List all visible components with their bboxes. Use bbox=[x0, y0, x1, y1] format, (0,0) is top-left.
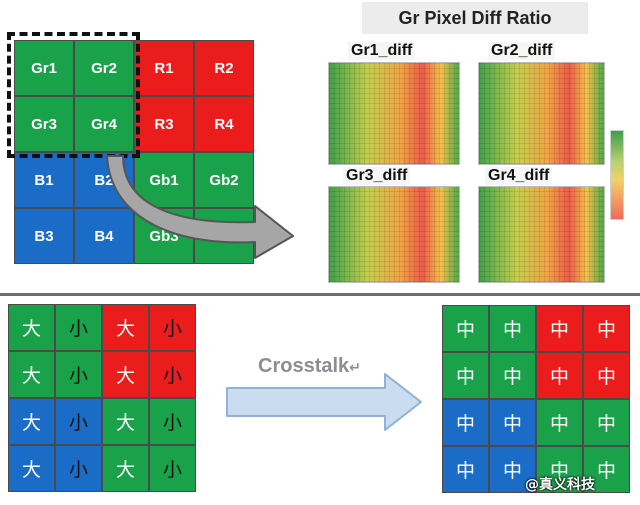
before-cell: 大 bbox=[8, 445, 55, 492]
bayer-cell: B3 bbox=[14, 208, 74, 264]
after-cell: 中 bbox=[536, 352, 583, 399]
before-cell: 大 bbox=[102, 351, 149, 398]
curved-arrow-icon bbox=[106, 155, 294, 259]
gr-highlight-dashed-box bbox=[7, 32, 140, 158]
before-cell: 大 bbox=[102, 398, 149, 445]
after-cell: 中 bbox=[583, 446, 630, 493]
bayer-grid-top: Gr1Gr2R1R2Gr3Gr4R3R4B1B2Gb1Gb2B3B4Gb3Gb4 bbox=[14, 40, 254, 264]
bayer-cell: B4 bbox=[74, 208, 134, 264]
return-symbol: ↵ bbox=[349, 360, 361, 376]
bayer-cell: Gb2 bbox=[194, 152, 254, 208]
before-cell: 小 bbox=[149, 445, 196, 492]
after-cell: 中 bbox=[442, 446, 489, 493]
heatmap-gr2 bbox=[478, 62, 605, 165]
before-cell: 大 bbox=[102, 445, 149, 492]
after-cell: 中 bbox=[442, 305, 489, 352]
before-cell: 大 bbox=[8, 351, 55, 398]
section-divider bbox=[0, 293, 640, 296]
after-cell: 中 bbox=[583, 352, 630, 399]
bayer-cell: R3 bbox=[134, 96, 194, 152]
after-cell: 中 bbox=[489, 446, 536, 493]
crosstalk-label: Crosstalk↵ bbox=[258, 355, 361, 378]
ratio-title: Gr Pixel Diff Ratio bbox=[362, 2, 588, 34]
quadrant-label-gr1: Gr1_diff bbox=[348, 42, 416, 60]
after-cell: 中 bbox=[583, 305, 630, 352]
after-cell: 中 bbox=[442, 399, 489, 446]
after-cell: 中 bbox=[489, 305, 536, 352]
watermark: @真义科技 bbox=[525, 477, 595, 493]
heatmap-gr1 bbox=[328, 62, 460, 165]
after-cell: 中 bbox=[489, 352, 536, 399]
heatmap-gr3 bbox=[328, 186, 460, 283]
bayer-cell: B1 bbox=[14, 152, 74, 208]
before-cell: 小 bbox=[149, 304, 196, 351]
crosstalk-text: Crosstalk bbox=[258, 355, 350, 377]
after-cell: 中 bbox=[536, 446, 583, 493]
before-cell: 小 bbox=[55, 445, 102, 492]
after-cell: 中 bbox=[442, 352, 489, 399]
bayer-cell: Gr2 bbox=[74, 40, 134, 96]
after-cell: 中 bbox=[489, 399, 536, 446]
right-arrow-icon bbox=[226, 373, 422, 431]
before-cell: 大 bbox=[8, 304, 55, 351]
crosstalk-after-grid: 中中中中中中中中中中中中中中中中 bbox=[442, 305, 630, 493]
bayer-cell: R1 bbox=[134, 40, 194, 96]
bayer-cell: R2 bbox=[194, 40, 254, 96]
bayer-cell: Gr3 bbox=[14, 96, 74, 152]
bayer-cell: Gr1 bbox=[14, 40, 74, 96]
after-cell: 中 bbox=[536, 305, 583, 352]
quadrant-label-gr2: Gr2_diff bbox=[488, 42, 556, 60]
heatmap-gr4 bbox=[478, 186, 605, 283]
before-cell: 小 bbox=[55, 351, 102, 398]
before-cell: 小 bbox=[55, 398, 102, 445]
quadrant-label-gr4: Gr4_diff bbox=[485, 167, 553, 185]
after-cell: 中 bbox=[583, 399, 630, 446]
after-cell: 中 bbox=[536, 399, 583, 446]
color-scale-bar bbox=[610, 130, 624, 220]
before-cell: 小 bbox=[149, 398, 196, 445]
before-cell: 大 bbox=[8, 398, 55, 445]
before-cell: 小 bbox=[149, 351, 196, 398]
bayer-cell: R4 bbox=[194, 96, 254, 152]
bayer-cell: Gr4 bbox=[74, 96, 134, 152]
before-cell: 大 bbox=[102, 304, 149, 351]
before-cell: 小 bbox=[55, 304, 102, 351]
quadrant-label-gr3: Gr3_diff bbox=[343, 167, 411, 185]
crosstalk-before-grid: 大小大小大小大小大小大小大小大小 bbox=[8, 304, 196, 492]
